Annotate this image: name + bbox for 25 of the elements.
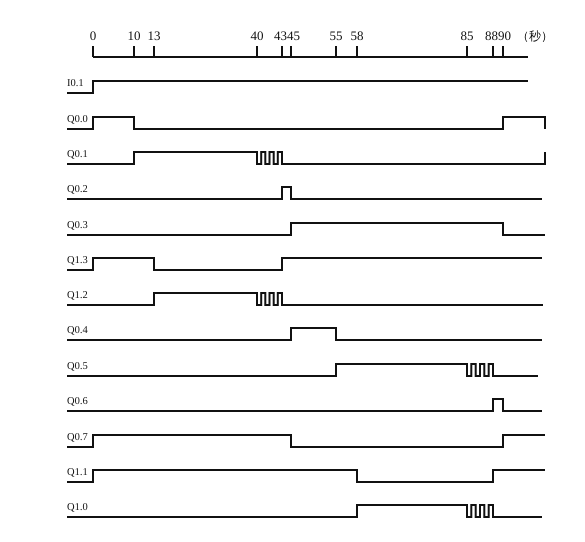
signal-label: Q1.1 xyxy=(67,468,88,478)
signal-label: Q0.1 xyxy=(67,150,88,160)
tick-label: 88 xyxy=(485,29,498,42)
signal-label: Q0.6 xyxy=(67,397,88,408)
signal-label: Q0.5 xyxy=(67,362,88,372)
tick-label: 0 xyxy=(90,29,96,42)
tick-label: 43 xyxy=(274,29,287,42)
tick-label: 10 xyxy=(128,29,140,42)
signal-label: Q1.0 xyxy=(67,503,88,514)
tick-label: 40 xyxy=(250,29,264,42)
signal-label: Q0.2 xyxy=(67,185,88,196)
tick-label: 85 xyxy=(460,29,474,42)
signal-label: Q0.7 xyxy=(67,433,88,444)
signal-label: Q0.3 xyxy=(67,221,88,232)
tick-label: 45 xyxy=(287,29,300,42)
tick-label: 58 xyxy=(350,29,364,42)
tick-label: 55 xyxy=(330,29,342,42)
signal-label: Q1.2 xyxy=(67,291,88,302)
signal-label: Q1.3 xyxy=(67,256,88,266)
unit-label: （秒） xyxy=(517,30,553,42)
signal-label: Q0.4 xyxy=(67,326,88,336)
signal-label: I0.1 xyxy=(67,79,84,90)
tick-label: 13 xyxy=(148,29,160,42)
signal-label: Q0.0 xyxy=(67,115,88,126)
tick-label: 90 xyxy=(498,29,511,42)
